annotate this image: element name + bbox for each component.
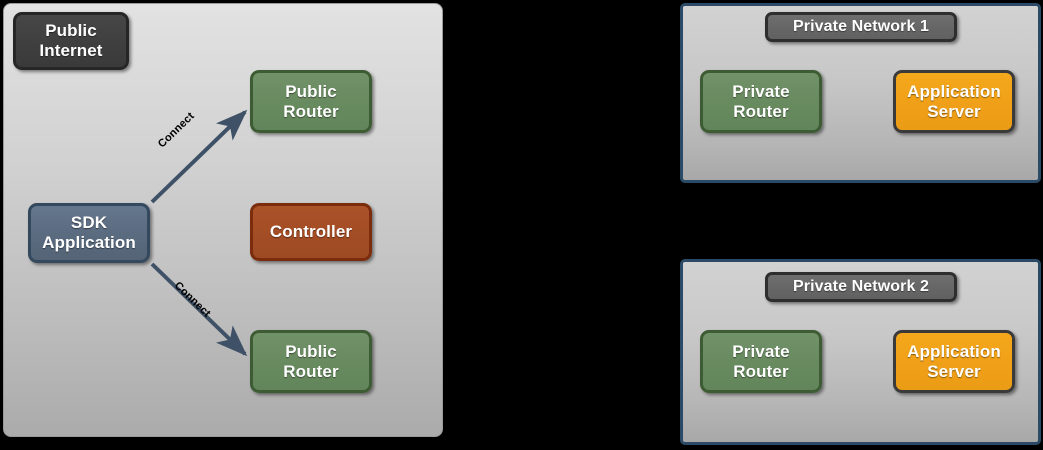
node-public-internet[interactable]: Public Internet [13, 12, 129, 70]
node-private-network-1-application-server[interactable]: Application Server [893, 70, 1015, 133]
node-sdk-application-label: SDK Application [42, 213, 136, 252]
node-private-network-1-private-router[interactable]: Private Router [700, 70, 822, 133]
node-public-router-1[interactable]: Public Router [250, 70, 372, 133]
node-controller-label: Controller [269, 222, 353, 242]
node-private-network-2-private-router[interactable]: Private Router [700, 330, 822, 393]
node-controller[interactable]: Controller [250, 203, 372, 261]
private-network-1-title-label: Private Network 1 [793, 17, 929, 35]
node-private-network-1-private-router-label: Private Router [732, 81, 790, 121]
node-public-router-2-label: Public Router [283, 341, 339, 381]
node-private-network-2-application-server-label: Application Server [907, 341, 1001, 381]
node-public-internet-label: Public Internet [39, 21, 103, 60]
node-public-router-1-label: Public Router [283, 81, 339, 121]
private-network-2-title-label: Private Network 2 [793, 277, 929, 295]
node-sdk-application[interactable]: SDK Application [28, 203, 150, 263]
private-network-1-title[interactable]: Private Network 1 [765, 12, 957, 42]
node-private-network-2-application-server[interactable]: Application Server [893, 330, 1015, 393]
node-private-network-1-application-server-label: Application Server [907, 81, 1001, 121]
node-public-router-2[interactable]: Public Router [250, 330, 372, 393]
node-private-network-2-private-router-label: Private Router [732, 341, 790, 381]
private-network-2-title[interactable]: Private Network 2 [765, 272, 957, 302]
